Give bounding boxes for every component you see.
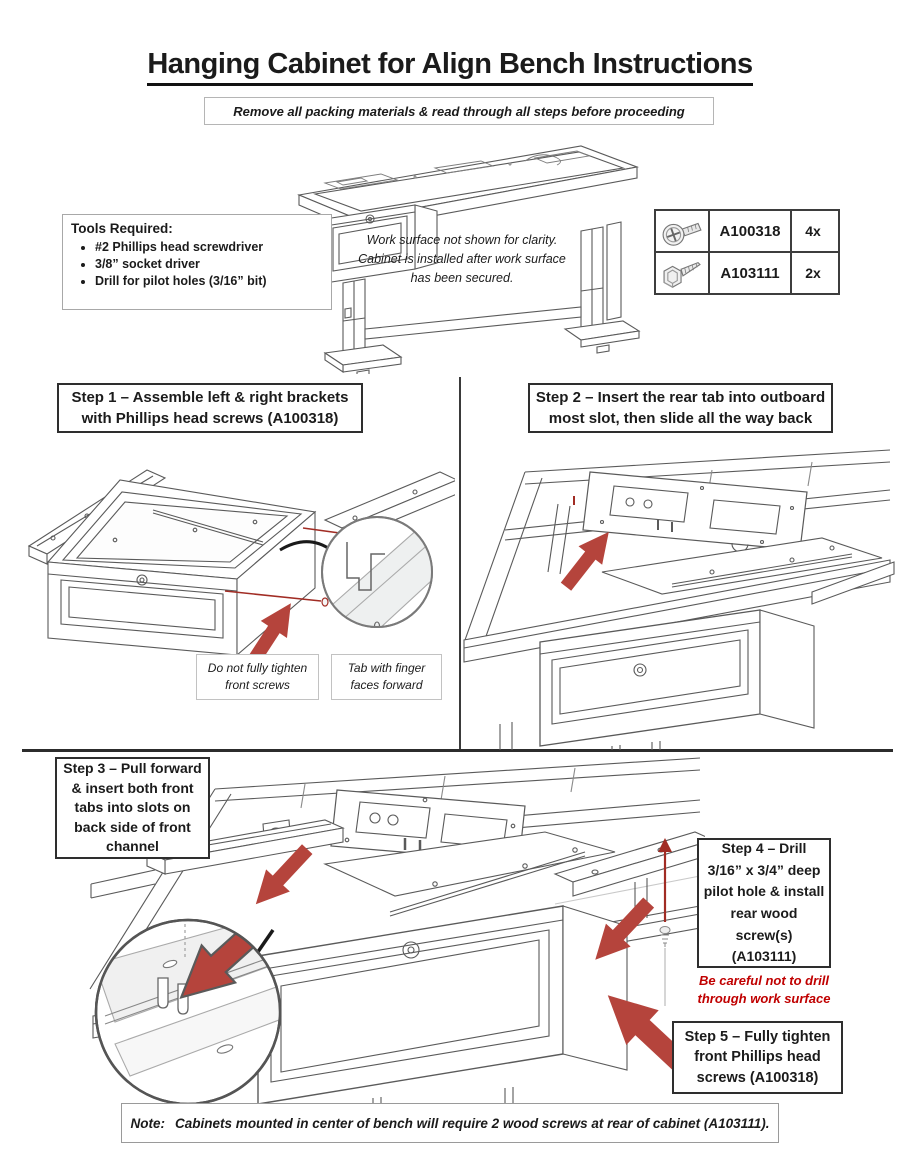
front-screws-callout: Do not fully tighten front screws <box>196 654 319 700</box>
table-row: A103111 2x <box>656 251 838 293</box>
step-1-box: Step 1 – Assemble left & right brackets … <box>57 383 363 433</box>
tools-heading: Tools Required: <box>71 221 173 236</box>
step-2-box: Step 2 – Insert the rear tab into outboa… <box>528 383 833 433</box>
tools-list-item: #2 Phillips head screwdriver <box>95 240 323 254</box>
section-divider-vertical <box>459 377 461 751</box>
hex-head-wood-screw-icon <box>656 253 708 293</box>
work-surface-note: Work surface not shown for clarity. Cabi… <box>358 233 566 285</box>
step-3-box: Step 3 – Pull forward & insert both fron… <box>55 757 210 859</box>
tools-list: #2 Phillips head screwdriver 3/8” socket… <box>95 240 323 288</box>
footer-note-text: Cabinets mounted in center of bench will… <box>175 1115 770 1131</box>
page-title: Hanging Cabinet for Align Bench Instruct… <box>0 48 900 86</box>
step3-5-install-diagram <box>89 757 705 1106</box>
part-quantity: 2x <box>790 253 834 293</box>
part-quantity: 4x <box>790 211 834 251</box>
part-number: A103111 <box>708 253 790 293</box>
step-4-box: Step 4 – Drill 3/16” x 3/4” deep pilot h… <box>697 838 831 968</box>
table-row: A100318 4x <box>656 211 838 251</box>
drill-warning-text: Be careful not to drill through work sur… <box>697 973 831 1007</box>
part-number: A100318 <box>708 211 790 251</box>
wood-screw-drill-icon <box>658 838 672 1006</box>
tools-required-box: Tools Required: #2 Phillips head screwdr… <box>62 214 332 310</box>
step2-install-diagram <box>463 449 895 750</box>
step-5-box: Step 5 – Fully tighten front Phillips he… <box>672 1021 843 1094</box>
tab-finger-callout: Tab with finger faces forward <box>331 654 442 700</box>
tools-list-item: Drill for pilot holes (3/16” bit) <box>95 274 323 288</box>
footer-note-label: Note: <box>130 1115 166 1131</box>
hardware-parts-table: A100318 4x A103111 2x <box>654 209 840 295</box>
step1-cabinet-diagram <box>27 469 455 658</box>
phillips-pan-head-screw-icon <box>656 211 708 251</box>
tools-list-item: 3/8” socket driver <box>95 257 323 271</box>
section-divider-horizontal <box>22 749 893 752</box>
footer-note: Note: Cabinets mounted in center of benc… <box>121 1103 779 1143</box>
bench-overview-diagram <box>297 145 641 374</box>
instruction-banner: Remove all packing materials & read thro… <box>204 97 714 125</box>
